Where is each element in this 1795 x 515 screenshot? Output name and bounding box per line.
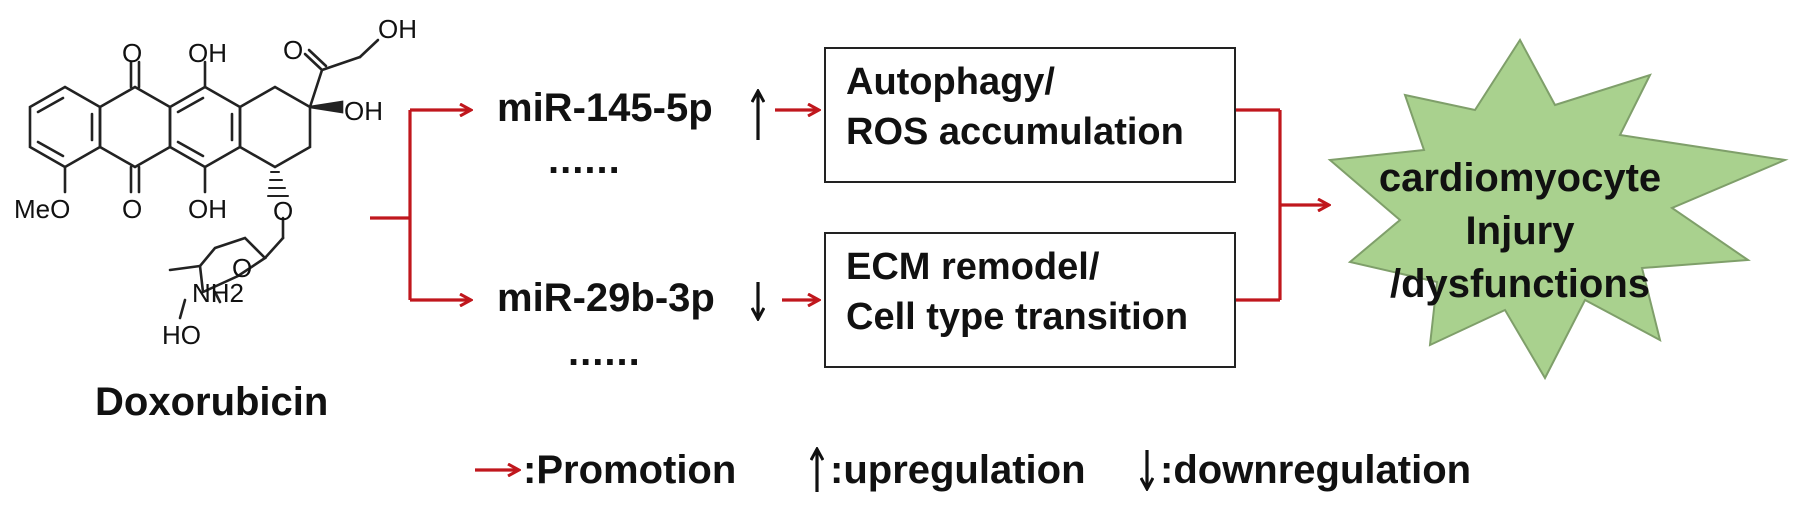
effect-line: Autophagy/	[846, 61, 1055, 103]
effect-line: ECM remodel/	[846, 246, 1100, 288]
flow-arrows	[370, 110, 1328, 300]
atom-label-meo: MeO	[14, 194, 71, 224]
effect-line: Cell type transition	[846, 296, 1189, 338]
atom-label-o-glyco: O	[273, 196, 294, 226]
ellipsis-down: ......	[568, 330, 641, 374]
effect-box-autophagy: Autophagy/ ROS accumulation	[824, 47, 1236, 183]
legend-downregulation-label: :downregulation	[1160, 448, 1472, 492]
outcome-line: cardiomyocyte	[1378, 156, 1662, 200]
doxorubicin-structure	[28, 38, 380, 320]
drug-name: Doxorubicin	[95, 380, 329, 424]
legend-promotion-label: :Promotion	[523, 448, 737, 492]
mirna-label-up: miR-145-5p	[497, 86, 713, 130]
outcome-starburst	[1327, 38, 1789, 381]
atom-label-o-top: O	[122, 38, 143, 68]
outcome-text: cardiomyocyte Injury /dysfunctions	[1360, 152, 1680, 311]
outcome-line: /dysfunctions	[1389, 262, 1651, 306]
atom-label-o-side: O	[283, 35, 304, 65]
ellipsis-up: ......	[548, 138, 621, 182]
atom-label-oh-mid: OH	[344, 96, 383, 126]
effect-line: ROS accumulation	[846, 111, 1184, 153]
effect-box-ecm: ECM remodel/ Cell type transition	[824, 232, 1236, 368]
atom-label-oh-side: OH	[378, 14, 417, 44]
atom-label-o-bottom: O	[122, 194, 143, 224]
outcome-line: Injury	[1465, 209, 1575, 253]
atom-label-oh-bottom: OH	[188, 194, 227, 224]
atom-label-ho: HO	[162, 320, 201, 350]
mirna-label-down: miR-29b-3p	[497, 276, 715, 320]
atom-label-nh2: NH2	[192, 278, 245, 308]
legend-upregulation-label: :upregulation	[830, 448, 1086, 492]
atom-label-oh-top: OH	[188, 38, 227, 68]
atom-label-o-ring: O	[232, 253, 253, 283]
